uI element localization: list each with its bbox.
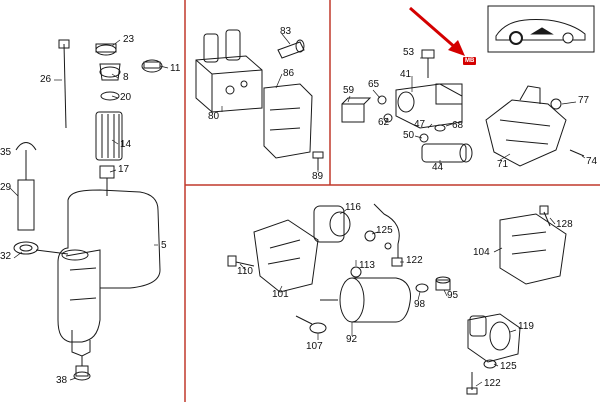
label-23: 23 — [123, 34, 135, 45]
label-83: 83 — [280, 26, 292, 37]
label-107: 107 — [306, 341, 323, 352]
label-59: 59 — [343, 85, 355, 96]
label-8: 8 — [123, 72, 129, 83]
label-53: 53 — [403, 47, 415, 58]
label-74: 74 — [586, 156, 598, 167]
label-26: 26 — [40, 74, 52, 85]
label-95: 95 — [447, 290, 459, 301]
label-71: 71 — [497, 159, 509, 170]
label-62: 62 — [378, 117, 390, 128]
label-86: 86 — [283, 68, 295, 79]
label-35: 35 — [0, 147, 12, 158]
label-5: 5 — [161, 240, 167, 251]
label-89: 89 — [312, 171, 324, 182]
car-icon — [487, 5, 595, 53]
label-80: 80 — [208, 111, 220, 122]
label-68: 68 — [452, 120, 464, 131]
label-38: 38 — [56, 375, 68, 386]
label-20: 20 — [120, 92, 132, 103]
label-17: 17 — [118, 164, 130, 175]
label-47: 47 — [414, 119, 426, 130]
label-113: 113 — [359, 260, 375, 271]
label-14: 14 — [120, 139, 132, 150]
label-32: 32 — [0, 251, 12, 262]
leader-lines — [9, 33, 586, 387]
label-92: 92 — [346, 334, 358, 345]
label-122-top: 122 — [406, 255, 423, 266]
label-128: 128 — [556, 219, 573, 230]
label-110: 110 — [237, 266, 253, 277]
label-41: 41 — [400, 69, 412, 80]
panel-frame — [184, 0, 600, 402]
label-11: 11 — [170, 63, 181, 74]
label-29: 29 — [0, 182, 12, 193]
label-125-bottom: 125 — [500, 361, 517, 372]
label-104: 104 — [473, 247, 490, 258]
label-116: 116 — [345, 202, 361, 213]
label-122-bottom: 122 — [484, 378, 501, 389]
label-44: 44 — [432, 162, 444, 173]
highlight-badge: MB — [463, 57, 477, 65]
label-125-top: 125 — [376, 225, 393, 236]
arrow-icon — [409, 6, 465, 56]
label-50: 50 — [403, 130, 415, 141]
label-65: 65 — [368, 79, 380, 90]
label-101: 101 — [272, 289, 289, 300]
label-98: 98 — [414, 299, 426, 310]
label-119: 119 — [518, 321, 534, 332]
label-77: 77 — [578, 95, 590, 106]
